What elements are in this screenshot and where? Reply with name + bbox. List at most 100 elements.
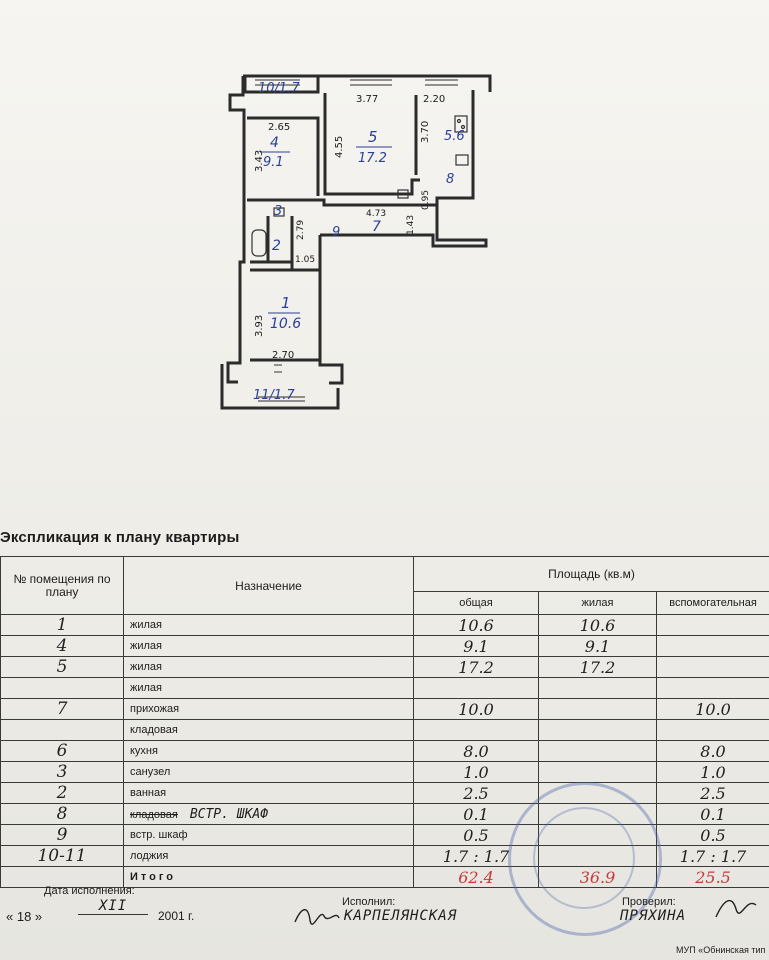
table-row: жилая	[0, 677, 769, 699]
plan-dim: 2.65	[268, 122, 290, 133]
room-7-label: 7	[372, 219, 381, 235]
aux-cell	[655, 635, 769, 657]
plan-dim: 4.73	[366, 209, 386, 219]
living-cell	[538, 761, 657, 783]
room-no-cell: 2	[0, 782, 124, 804]
purpose-struck-text: кладовая	[130, 808, 178, 821]
aux-cell: 0.1	[655, 803, 769, 825]
total-cell	[413, 677, 539, 699]
plan-dim: 3.70	[420, 121, 431, 143]
col-header-aux: вспомогательная	[655, 591, 769, 615]
plan-dim: 2.79	[296, 220, 306, 240]
aux-cell	[655, 656, 769, 678]
room-no-cell: 7	[0, 698, 124, 720]
purpose-cell: кухня	[123, 740, 414, 762]
room-2-label: 2	[272, 238, 281, 254]
purpose-cell: санузел	[123, 761, 414, 783]
living-cell	[538, 740, 657, 762]
aux-cell	[655, 614, 769, 636]
room-no-cell: 1	[0, 614, 124, 636]
checker-signature-icon	[715, 899, 757, 918]
living-cell	[538, 677, 657, 699]
col-header-room-no: № помещения по плану	[0, 556, 124, 615]
aux-cell: 0.5	[655, 824, 769, 846]
total-cell: 9.1	[413, 635, 539, 657]
aux-cell	[655, 719, 769, 741]
room-no-cell: 9	[0, 824, 124, 846]
total-cell: 2.5	[413, 782, 539, 804]
room-4-number: 4	[270, 135, 279, 151]
room-no-cell	[0, 719, 124, 741]
total-cell: 17.2	[413, 656, 539, 678]
room-8-label: 8	[446, 172, 454, 187]
plan-dim: 3.43	[254, 150, 265, 172]
aux-cell: 1.7 : 1.7	[655, 845, 769, 867]
purpose-cell: встр. шкаф	[123, 824, 414, 846]
living-cell: 10.6	[538, 614, 657, 636]
table-row: кладовая	[0, 719, 769, 741]
purpose-cell: жилая	[123, 614, 414, 636]
purpose-cell: жилая	[123, 635, 414, 657]
col-header-area: Площадь (кв.м)	[412, 556, 769, 592]
room-no-cell: 6	[0, 740, 124, 762]
room-5-area: 17.2	[358, 151, 387, 166]
table-row: 1 жилая 10.6 10.6	[0, 614, 769, 636]
living-cell	[538, 698, 657, 720]
plan-dim: 2.20	[423, 94, 445, 105]
aux-cell: 1.0	[655, 761, 769, 783]
plan-dim: 3.77	[356, 94, 378, 105]
purpose-cell: ванная	[123, 782, 414, 804]
date-month: XII	[78, 898, 148, 915]
executor-name: КАРПЕЛЯНСКАЯ	[344, 908, 458, 924]
col-header-living: жилая	[538, 591, 657, 615]
organization-text: МУП «Обнинская тип	[676, 945, 766, 955]
total-cell: 10.6	[413, 614, 539, 636]
aux-cell: 2.5	[655, 782, 769, 804]
room-no-cell: 10-11	[0, 845, 124, 867]
total-cell	[413, 719, 539, 741]
date-year: 2001 г.	[158, 909, 195, 923]
living-cell: 9.1	[538, 635, 657, 657]
plan-dim: 0.95	[421, 190, 431, 210]
plan-dim: 2.70	[272, 350, 294, 361]
plan-dim: 1.05	[295, 255, 315, 265]
checker-name: ПРЯХИНА	[620, 908, 687, 924]
room-5-number: 5	[368, 128, 378, 146]
plan-dim: 4.55	[334, 136, 345, 158]
room-10-label: 10/1.7	[258, 81, 300, 96]
purpose-cell: лоджия	[123, 845, 414, 867]
checker-label: Проверил:	[622, 896, 676, 908]
room-1-number: 1	[281, 294, 291, 312]
executor-label: Исполнил:	[342, 896, 396, 908]
total-cell: 1.0	[413, 761, 539, 783]
room-no-cell: 4	[0, 635, 124, 657]
room-1-area: 10.6	[270, 316, 301, 332]
aux-cell: 10.0	[655, 698, 769, 720]
official-stamp	[508, 782, 662, 936]
col-header-purpose: Назначение	[123, 556, 414, 615]
date-label: Дата исполнения:	[44, 885, 135, 897]
room-no-cell: 5	[0, 656, 124, 678]
table-row: 5 жилая 17.2 17.2	[0, 656, 769, 678]
room-3-label: 3	[274, 204, 282, 219]
page-title: Экспликация к плану квартиры	[0, 529, 240, 546]
living-cell	[538, 719, 657, 741]
table-row: 4 жилая 9.1 9.1	[0, 635, 769, 657]
explication-table: № помещения по плану Назначение Площадь …	[0, 556, 769, 888]
aux-cell	[655, 677, 769, 699]
purpose-cell: кладовая	[123, 719, 414, 741]
purpose-cell: жилая	[123, 656, 414, 678]
table-row: 2 ванная 2.5 2.5	[0, 782, 769, 804]
total-cell: 8.0	[413, 740, 539, 762]
table-row: 3 санузел 1.0 1.0	[0, 761, 769, 783]
room-4-area: 9.1	[263, 155, 284, 170]
table-row: 6 кухня 8.0 8.0	[0, 740, 769, 762]
room-no-cell	[0, 677, 124, 699]
purpose-cell: жилая	[123, 677, 414, 699]
room-no-cell: 8	[0, 803, 124, 825]
aux-cell: 8.0	[655, 740, 769, 762]
room-no-cell: 3	[0, 761, 124, 783]
floor-plan: 3.77 2.20 2.65 3.43 4.55 3.70 0.95 1.43 …	[220, 74, 492, 410]
